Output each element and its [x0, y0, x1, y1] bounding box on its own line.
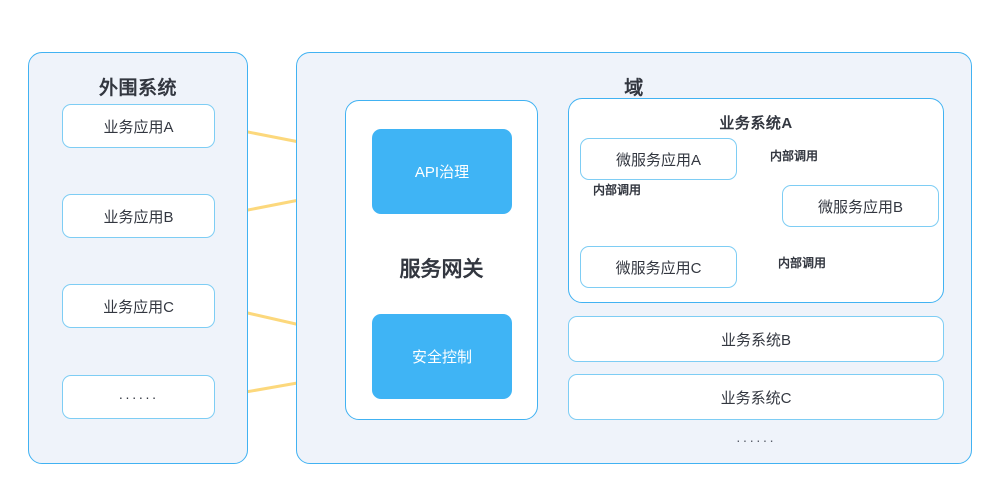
box-microservice-app-c-label: 微服务应用C — [615, 259, 702, 277]
box-business-system-c[interactable]: 业务系统C — [568, 374, 944, 420]
box-microservice-app-c[interactable]: 微服务应用C — [580, 246, 737, 288]
module-security-control-label: 安全控制 — [411, 349, 472, 366]
edge-label-internal-call-c-b: 内部调用 — [778, 256, 827, 270]
box-business-app-b-label: 业务应用B — [103, 208, 174, 226]
business-systems-ellipsis: ······ — [736, 432, 776, 448]
module-api-governance[interactable]: API治理 — [372, 129, 512, 214]
box-microservice-app-a[interactable]: 微服务应用A — [580, 138, 737, 180]
box-business-app-more[interactable]: ······ — [62, 375, 215, 419]
panel-domain-title: 域 — [624, 78, 644, 99]
box-business-system-b-label: 业务系统B — [720, 331, 791, 349]
module-security-control[interactable]: 安全控制 — [372, 314, 512, 399]
box-business-app-more-label: ······ — [118, 389, 159, 405]
panel-peripheral-systems-title: 外围系统 — [98, 78, 177, 99]
box-microservice-app-b-label: 微服务应用B — [817, 198, 903, 216]
box-business-app-c-label: 业务应用C — [103, 298, 174, 316]
panel-business-system-a-title: 业务系统A — [719, 115, 793, 132]
module-api-governance-label: API治理 — [414, 164, 470, 181]
box-business-app-a[interactable]: 业务应用A — [62, 104, 215, 148]
edge-label-internal-call-a-b: 内部调用 — [770, 149, 819, 163]
box-business-app-c[interactable]: 业务应用C — [62, 284, 215, 328]
edge-label-internal-call-a-c: 内部调用 — [593, 183, 642, 197]
service-gateway-label: 服务网关 — [399, 258, 484, 281]
box-business-app-a-label: 业务应用A — [103, 118, 174, 136]
box-business-system-b[interactable]: 业务系统B — [568, 316, 944, 362]
box-microservice-app-b[interactable]: 微服务应用B — [782, 185, 939, 227]
box-business-system-c-label: 业务系统C — [720, 389, 792, 407]
box-business-app-b[interactable]: 业务应用B — [62, 194, 215, 238]
box-microservice-app-a-label: 微服务应用A — [615, 151, 701, 169]
